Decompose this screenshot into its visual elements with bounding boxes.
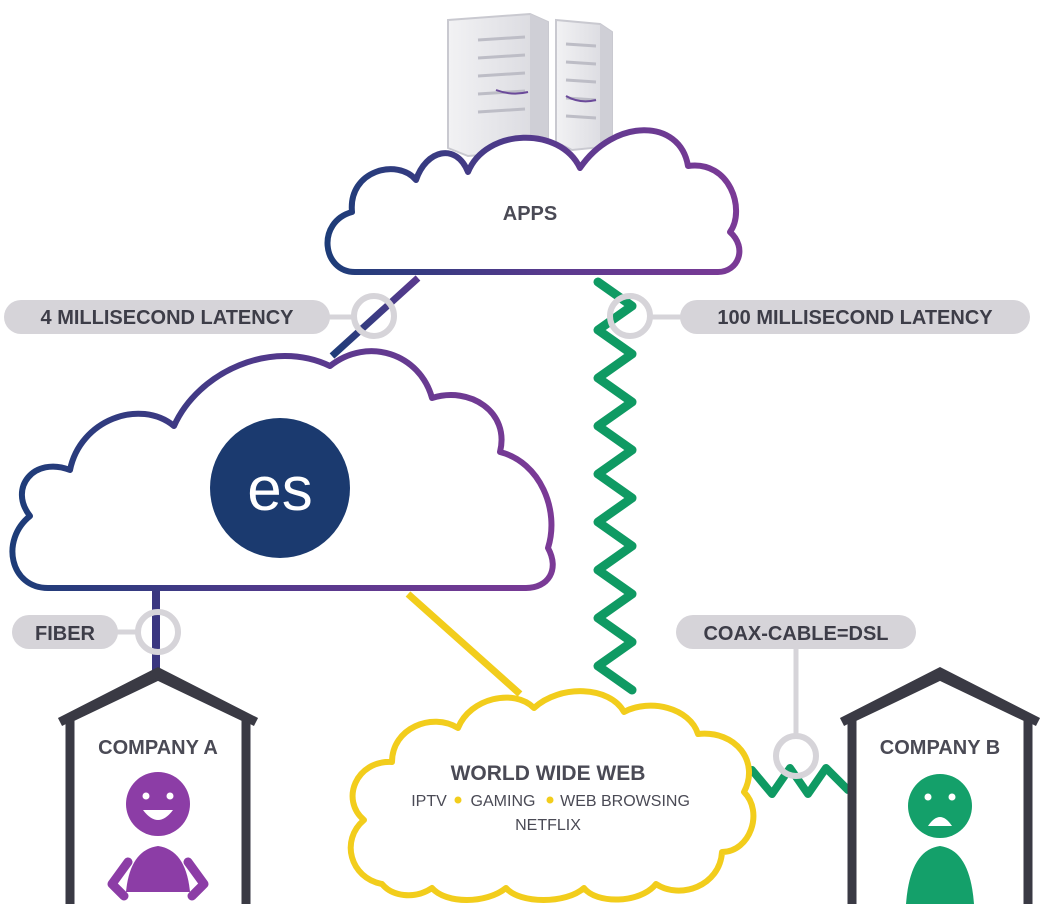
bullet-icon	[454, 796, 462, 804]
fiber-label: FIBER	[35, 623, 96, 645]
apps-cloud: APPS	[324, 127, 743, 275]
fiber-link-apps-es	[329, 275, 421, 359]
company-a-house: COMPANY A	[57, 666, 259, 904]
coax-callout: COAX-CABLE=DSL	[676, 615, 916, 779]
company-b-house: COMPANY B	[839, 666, 1041, 904]
latency-left-label: 4 MILLISECOND LATENCY	[41, 307, 295, 329]
service-netflix: NETFLIX	[515, 817, 581, 834]
es-logo-icon	[210, 418, 350, 558]
company-b-label: COMPANY B	[880, 737, 1000, 759]
coax-label: COAX-CABLE=DSL	[703, 623, 888, 645]
es-logo-text: es	[247, 455, 312, 524]
latency-callout-right: 100 MILLISECOND LATENCY	[607, 293, 1030, 339]
fiber-callout: FIBER	[12, 609, 181, 655]
happy-person-icon	[107, 772, 209, 901]
service-gaming: GAMING	[471, 793, 536, 810]
dsl-link-company-b	[748, 764, 852, 798]
world-wide-web-cloud: WORLD WIDE WEB IPTV GAMING WEB BROWSING …	[347, 688, 757, 903]
sad-person-icon	[906, 774, 974, 904]
www-services: IPTV GAMING WEB BROWSING NETFLIX	[411, 793, 690, 834]
company-a-label: COMPANY A	[98, 737, 218, 759]
service-iptv: IPTV	[411, 793, 447, 810]
server-rack-icon	[447, 12, 613, 158]
latency-right-label: 100 MILLISECOND LATENCY	[717, 307, 993, 329]
www-title: WORLD WIDE WEB	[451, 762, 646, 785]
bullet-icon	[546, 796, 554, 804]
apps-label: APPS	[503, 203, 557, 225]
slow-link-apps-www	[593, 277, 637, 695]
web-link-es-www	[405, 591, 523, 697]
latency-callout-left: 4 MILLISECOND LATENCY	[4, 293, 397, 339]
service-web-browsing: WEB BROWSING	[560, 793, 690, 810]
es-cloud: es	[9, 348, 556, 591]
